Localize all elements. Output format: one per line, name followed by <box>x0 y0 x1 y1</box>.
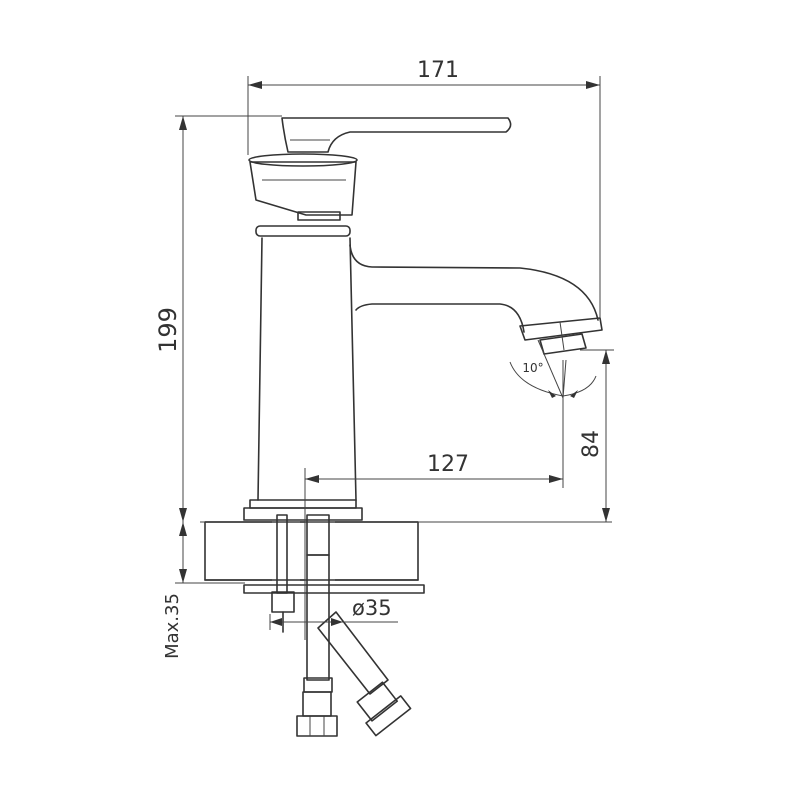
dimension-spout-height: 84 <box>579 349 614 522</box>
dimension-spout-reach: 127 <box>304 360 564 640</box>
dimension-mounting-hole-label: ø35 <box>352 596 392 620</box>
dimension-overall-height: 199 <box>154 115 282 522</box>
dimension-spout-reach-label: 127 <box>427 452 469 477</box>
dimension-spout-angle: 10° <box>509 339 597 399</box>
mounting-hardware <box>243 514 425 633</box>
supply-hoses <box>296 554 412 737</box>
dimension-overall-height-label: 199 <box>154 307 182 353</box>
dimension-max-thickness-label: Max.35 <box>162 593 183 659</box>
dimension-max-thickness: Max.35 <box>162 522 245 659</box>
dimension-overall-width: 171 <box>247 58 601 318</box>
dimension-overall-width-label: 171 <box>417 58 459 83</box>
dimension-spout-angle-label: 10° <box>522 361 543 375</box>
dimension-spout-height-label: 84 <box>579 430 604 458</box>
dimension-mounting-hole: ø35 <box>269 596 398 630</box>
faucet-body <box>243 117 603 521</box>
countertop-section <box>200 515 612 585</box>
